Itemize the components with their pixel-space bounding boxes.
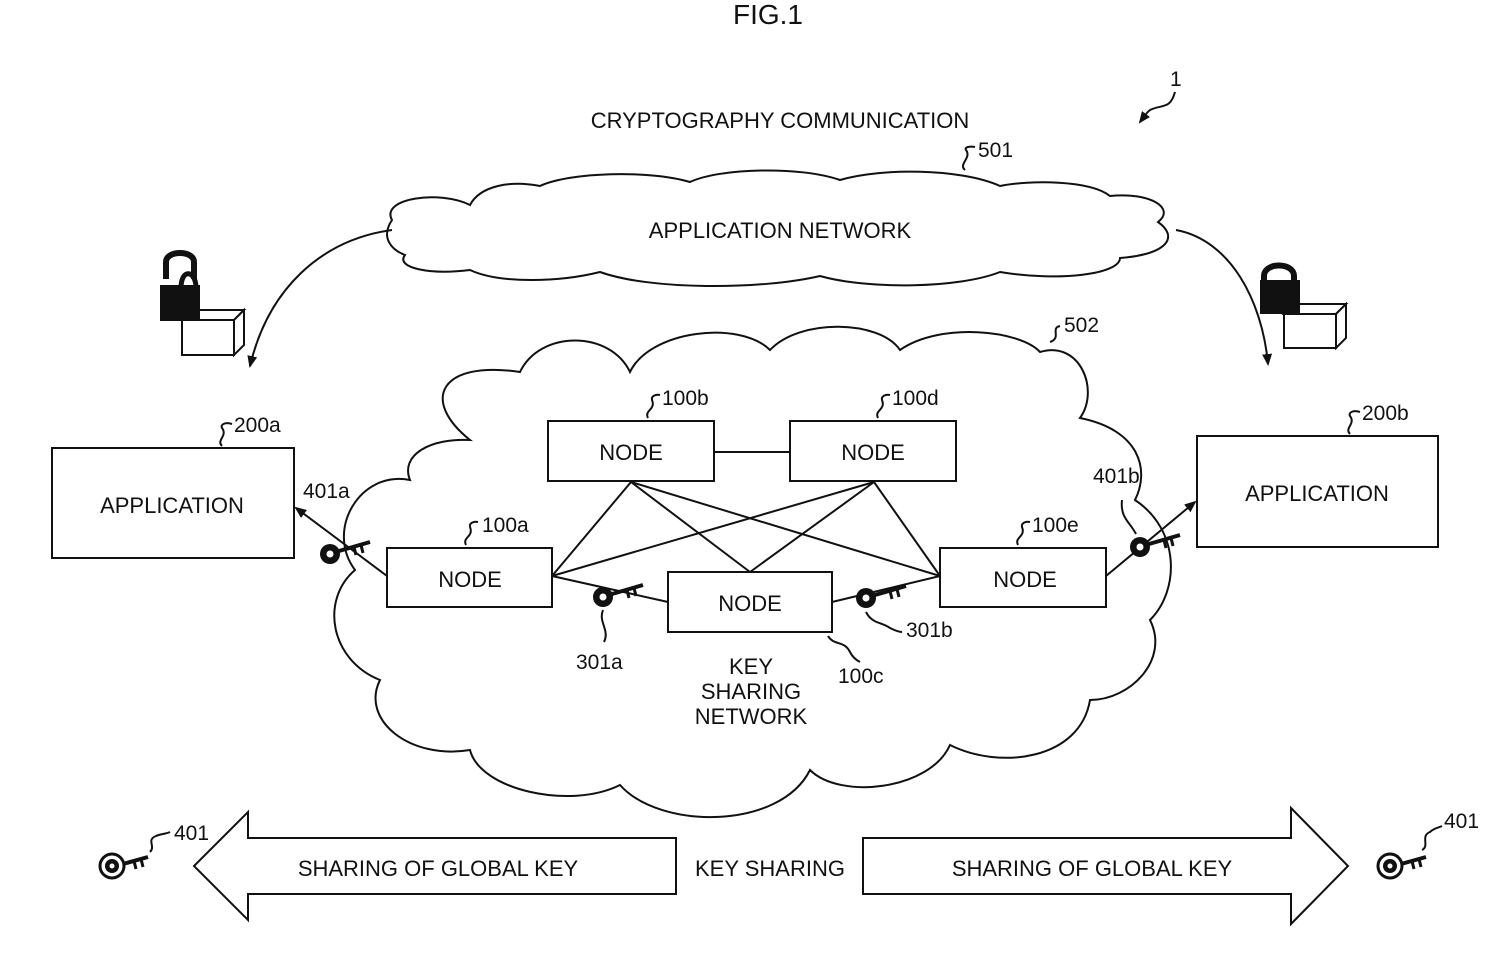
node-100e-ref: 100e xyxy=(1032,514,1079,537)
node-100b-label: NODE xyxy=(599,440,663,465)
left-delivery-arrow xyxy=(250,230,392,366)
node-100e: NODE xyxy=(940,548,1106,607)
right-global-key-arrow-label: SHARING OF GLOBAL KEY xyxy=(952,856,1233,881)
key-301a-ref: 301a xyxy=(576,651,623,674)
application-200a-ref: 200a xyxy=(234,414,281,437)
global-key-right-ref: 401 xyxy=(1444,810,1479,833)
right-lock-body xyxy=(1260,280,1300,314)
left-lock-body xyxy=(160,285,200,321)
node-100d-ref: 100d xyxy=(892,387,939,410)
global-key-left-ref: 401 xyxy=(174,822,209,845)
node-100a-label: NODE xyxy=(438,567,502,592)
key-sharing-center-label: KEY SHARING xyxy=(695,856,845,881)
node-100e-label: NODE xyxy=(993,567,1057,592)
key-sharing-network-ref-leader xyxy=(1050,326,1060,342)
application-network-label: APPLICATION NETWORK xyxy=(649,218,912,243)
node-100c-label: NODE xyxy=(718,591,782,616)
cryptography-communication-label: CRYPTOGRAPHY COMMUNICATION xyxy=(591,108,970,133)
key-sharing-network-label-line3: NETWORK xyxy=(695,704,808,729)
left-global-key-arrow-label: SHARING OF GLOBAL KEY xyxy=(298,856,579,881)
node-100a: NODE xyxy=(387,548,552,607)
global-key-left-icon xyxy=(100,854,148,878)
application-200b-ref-leader xyxy=(1348,411,1360,434)
system-ref-leader xyxy=(1140,92,1175,122)
node-100d: NODE xyxy=(790,421,956,481)
node-100c: NODE xyxy=(668,572,832,632)
right-delivery-arrow xyxy=(1176,230,1268,364)
key-301b-ref: 301b xyxy=(906,619,953,642)
node-100b-ref: 100b xyxy=(662,387,709,410)
application-200b-ref: 200b xyxy=(1362,402,1409,425)
global-key-right-ref-leader xyxy=(1422,826,1442,850)
application-200a-label: APPLICATION xyxy=(100,493,244,518)
global-key-left-ref-leader xyxy=(150,832,170,852)
application-200a: APPLICATION xyxy=(52,448,294,558)
node-100a-ref: 100a xyxy=(482,514,529,537)
key-sharing-network-ref: 502 xyxy=(1064,314,1099,337)
application-network-ref-leader xyxy=(963,147,975,170)
key-401a-ref: 401a xyxy=(303,480,350,503)
key-sharing-network-label-line2: SHARING xyxy=(701,679,801,704)
node-100b: NODE xyxy=(548,421,714,481)
application-200b: APPLICATION xyxy=(1197,436,1438,547)
figure-title: FIG.1 xyxy=(733,0,803,30)
key-401b-ref: 401b xyxy=(1093,465,1140,488)
application-network-ref: 501 xyxy=(978,139,1013,162)
node-100d-label: NODE xyxy=(841,440,905,465)
node-100c-ref: 100c xyxy=(838,665,884,688)
key-sharing-network-label-line1: KEY xyxy=(729,654,773,679)
right-lock-icon xyxy=(1264,266,1294,282)
global-key-right-icon xyxy=(1378,854,1426,878)
application-200a-ref-leader xyxy=(220,423,232,446)
system-ref: 1 xyxy=(1170,68,1182,91)
application-200b-label: APPLICATION xyxy=(1245,481,1389,506)
